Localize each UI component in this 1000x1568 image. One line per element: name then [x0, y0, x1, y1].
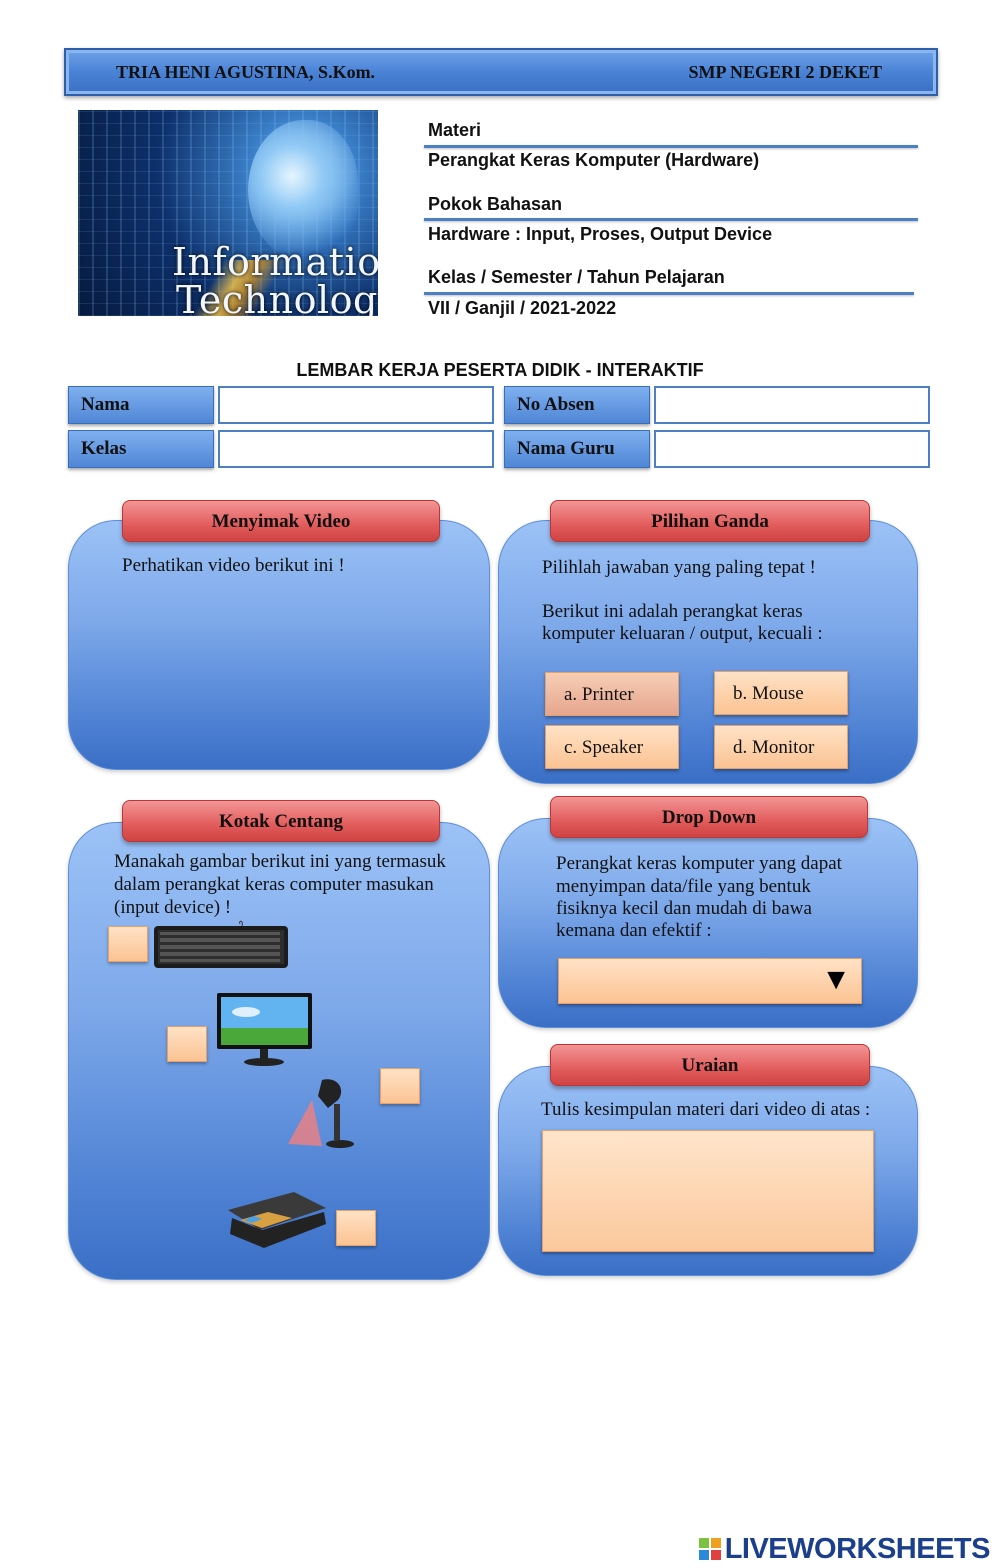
no-absen-label: No Absen	[504, 386, 650, 424]
pokok-bahasan-label: Pokok Bahasan	[428, 194, 563, 214]
barcode-scanner-icon	[288, 1079, 354, 1148]
keyboard-icon	[154, 920, 288, 968]
checkbox-barcode-scanner[interactable]	[380, 1068, 420, 1104]
teacher-name: TRIA HENI AGUSTINA, S.Kom.	[116, 62, 376, 82]
checkbox-monitor[interactable]	[167, 1026, 207, 1062]
image-caption-line1: Information	[172, 240, 378, 284]
option-a-printer[interactable]: a. Printer	[545, 672, 679, 716]
nama-guru-input[interactable]	[654, 430, 930, 468]
nama-guru-label: Nama Guru	[504, 430, 650, 468]
dropdown-question-line2: menyimpan data/file yang bentuk	[556, 876, 811, 897]
dropdown-question-line3: fisiknya kecil dan mudah di bawa	[556, 898, 812, 919]
video-instruction: Perhatikan video berikut ini !	[122, 555, 345, 576]
pokok-bahasan-value: Hardware : Input, Proses, Output Device	[428, 224, 773, 244]
option-d-monitor[interactable]: d. Monitor	[714, 725, 848, 769]
option-c-speaker[interactable]: c. Speaker	[545, 725, 679, 769]
video-card-title: Menyimak Video	[122, 500, 440, 542]
information-technology-image: Information Technology	[78, 110, 378, 316]
no-absen-input[interactable]	[654, 386, 930, 424]
checkbox-keyboard[interactable]	[108, 926, 148, 962]
option-b-mouse[interactable]: b. Mouse	[714, 671, 848, 715]
kelas-label: Kelas	[68, 430, 214, 468]
checkbox-question-line3: (input device) !	[114, 897, 232, 918]
chevron-down-icon: ▼	[821, 963, 851, 996]
essay-textarea[interactable]	[542, 1130, 874, 1252]
flatbed-scanner-icon	[228, 1192, 326, 1248]
checkbox-question-line2: dalam perangkat keras computer masukan	[114, 874, 434, 895]
image-caption-line2: Technology	[176, 278, 378, 316]
materi-value: Perangkat Keras Komputer (Hardware)	[428, 150, 760, 170]
brand-name: LIVEWORKSHEETS	[724, 1533, 991, 1565]
kelas-semester-value: VII / Ganjil / 2021-2022	[428, 298, 617, 318]
materi-label: Materi	[428, 120, 482, 140]
video-card	[68, 520, 490, 770]
multiple-choice-title: Pilihan Ganda	[550, 500, 870, 542]
essay-instruction: Tulis kesimpulan materi dari video di at…	[541, 1099, 871, 1120]
dropdown-question-line4: kemana dan efektif :	[556, 920, 712, 941]
divider	[424, 145, 918, 148]
monitor-icon	[217, 993, 312, 1066]
multiple-choice-instruction: Pilihlah jawaban yang paling tepat !	[542, 557, 816, 578]
nama-input[interactable]	[218, 386, 494, 424]
header-banner: TRIA HENI AGUSTINA, S.Kom. SMP NEGERI 2 …	[64, 48, 938, 96]
liveworksheets-logo: LIVEWORKSHEETS	[698, 1533, 991, 1566]
answer-dropdown[interactable]: ▼	[558, 958, 862, 1004]
liveworksheets-mark-icon	[698, 1538, 721, 1560]
multiple-choice-question-line2: komputer keluaran / output, kecuali :	[542, 623, 823, 644]
essay-card-title: Uraian	[550, 1044, 870, 1086]
divider	[424, 218, 918, 221]
dropdown-question-line1: Perangkat keras komputer yang dapat	[556, 853, 842, 874]
divider	[424, 292, 914, 295]
nama-label: Nama	[68, 386, 214, 424]
video-player[interactable]	[110, 590, 450, 750]
kelas-input[interactable]	[218, 430, 494, 468]
checkbox-flatbed-scanner[interactable]	[336, 1210, 376, 1246]
dropdown-card-title: Drop Down	[550, 796, 868, 838]
checkbox-card-title: Kotak Centang	[122, 800, 440, 842]
school-name: SMP NEGERI 2 DEKET	[688, 62, 882, 82]
checkbox-question-line1: Manakah gambar berikut ini yang termasuk	[114, 851, 446, 872]
kelas-semester-label: Kelas / Semester / Tahun Pelajaran	[428, 267, 725, 287]
page-title: LEMBAR KERJA PESERTA DIDIK - INTERAKTIF	[296, 360, 704, 380]
multiple-choice-question-line1: Berikut ini adalah perangkat keras	[542, 601, 803, 622]
